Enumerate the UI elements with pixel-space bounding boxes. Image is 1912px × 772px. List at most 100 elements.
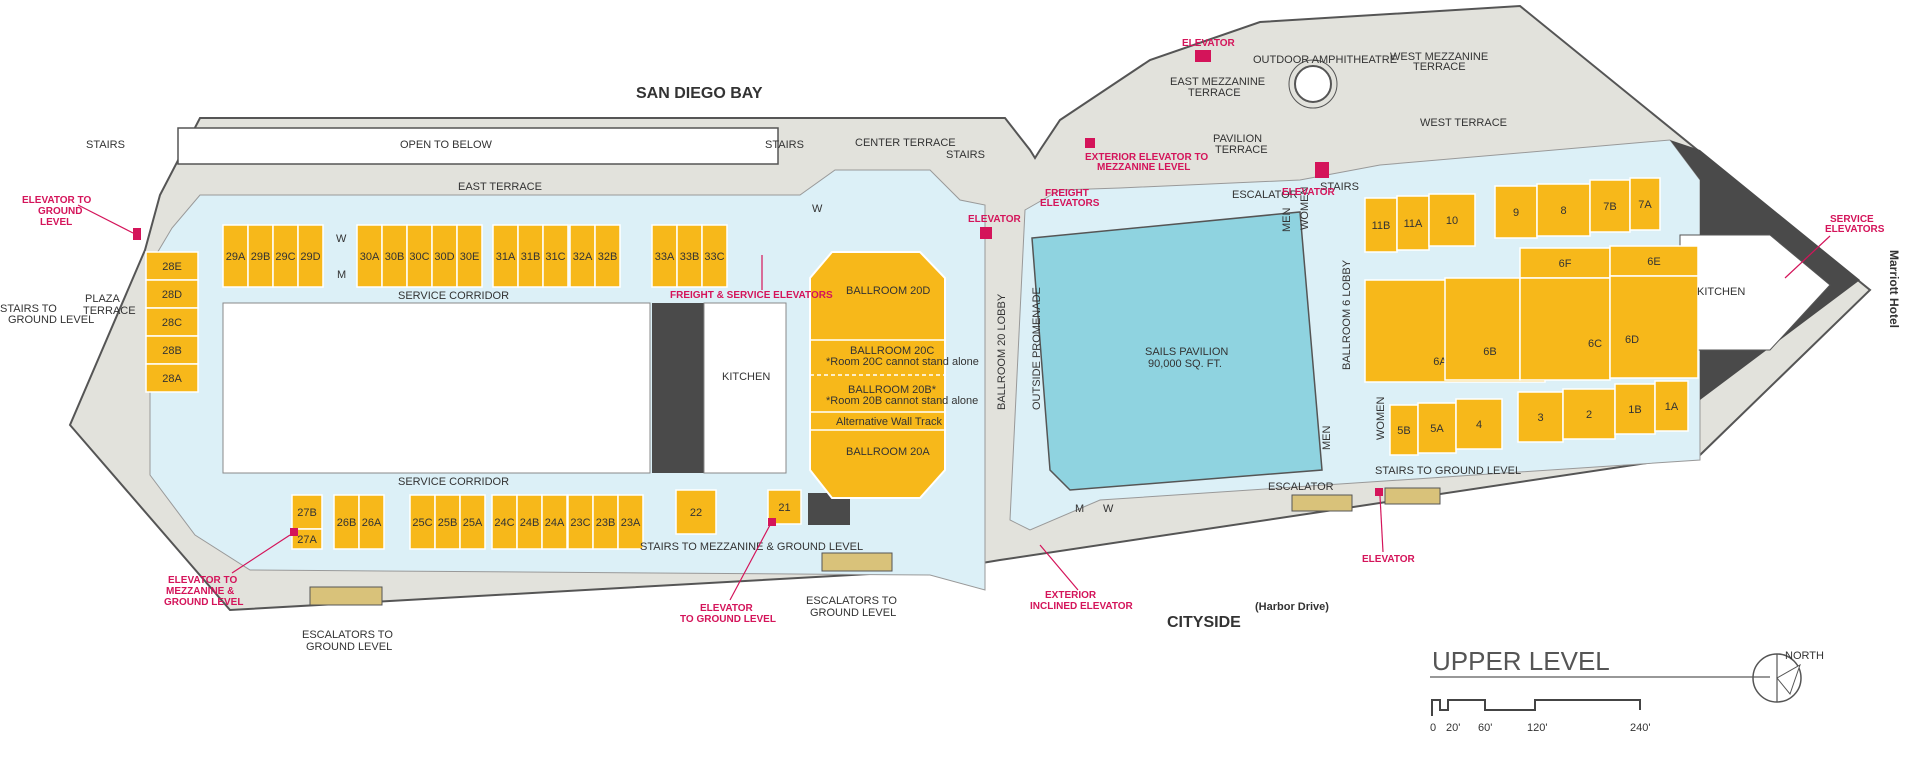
note-20c-label: *Room 20C cannot stand alone: [826, 356, 979, 368]
restroom-w-1: W: [336, 233, 347, 245]
sails-pavilion[interactable]: [1031, 211, 1323, 491]
east-terrace-label: EAST TERRACE: [458, 181, 542, 193]
room-label-30c: 30C: [409, 251, 429, 263]
room-30b[interactable]: [381, 224, 408, 288]
room-1a[interactable]: [1654, 380, 1689, 432]
room-label-30a: 30A: [360, 251, 380, 263]
elevator-marker-top[interactable]: [1195, 50, 1211, 62]
room-28a[interactable]: [145, 363, 199, 393]
room-3[interactable]: [1517, 391, 1564, 443]
room-28e[interactable]: [145, 251, 199, 281]
room-24b[interactable]: [516, 494, 543, 550]
room-28b[interactable]: [145, 335, 199, 365]
elev-to-ground-b2: TO GROUND LEVEL: [680, 614, 776, 625]
room-29d[interactable]: [297, 224, 324, 288]
room-6b[interactable]: [1444, 277, 1521, 381]
room-label-6c: 6C: [1588, 338, 1602, 350]
room-label-24c: 24C: [494, 517, 514, 529]
room-27a[interactable]: [291, 528, 323, 550]
room-26a[interactable]: [358, 494, 385, 550]
room-7a[interactable]: [1629, 177, 1661, 231]
room-label-30d: 30D: [434, 251, 454, 263]
room-4[interactable]: [1455, 398, 1503, 450]
room-30c[interactable]: [406, 224, 433, 288]
room-label-4: 4: [1476, 419, 1482, 431]
room-label-32a: 32A: [573, 251, 593, 263]
room-2[interactable]: [1562, 388, 1616, 440]
open-below-label: OPEN TO BELOW: [400, 139, 493, 151]
room-30e[interactable]: [456, 224, 483, 288]
room-label-24a: 24A: [545, 517, 565, 529]
elevator-ballroom20-label: ELEVATOR: [968, 214, 1022, 225]
elevator-marker-ext[interactable]: [1085, 138, 1095, 148]
room-30a[interactable]: [356, 224, 383, 288]
west-mezz-terrace-label: TERRACE: [1413, 61, 1466, 73]
elevator-marker-west[interactable]: [133, 228, 141, 240]
room-24a[interactable]: [541, 494, 568, 550]
room-label-33c: 33C: [704, 251, 724, 263]
room-29a[interactable]: [222, 224, 249, 288]
kitchen-east-label: KITCHEN: [1697, 286, 1745, 298]
room-25c[interactable]: [409, 494, 436, 550]
room-5b[interactable]: [1389, 404, 1419, 456]
ballroom-20[interactable]: [809, 251, 946, 499]
escalators-to-label-1: ESCALATORS TO: [302, 629, 393, 641]
elevator-marker-center[interactable]: [1315, 162, 1329, 178]
room-23a[interactable]: [617, 494, 644, 550]
room-8[interactable]: [1536, 183, 1591, 237]
elev-mezz-1: ELEVATOR TO: [168, 575, 237, 586]
room-33c[interactable]: [701, 224, 728, 288]
room-26b[interactable]: [333, 494, 360, 550]
room-label-27a: 27A: [297, 534, 317, 546]
freight-label-1: FREIGHT: [1045, 188, 1089, 199]
room-24c[interactable]: [491, 494, 518, 550]
restroom-m-2: M: [1075, 503, 1084, 515]
room-label-28d: 28D: [162, 289, 182, 301]
room-9[interactable]: [1494, 185, 1538, 239]
elevator-marker-ballroom20[interactable]: [980, 227, 992, 239]
room-label-28c: 28C: [162, 317, 182, 329]
room-31c[interactable]: [542, 224, 569, 288]
room-label-7a: 7A: [1638, 199, 1652, 211]
room-6e[interactable]: [1609, 245, 1699, 277]
room-33b[interactable]: [676, 224, 703, 288]
north-arrow: NORTH: [1752, 650, 1824, 703]
room-label-6b: 6B: [1483, 346, 1496, 358]
room-23b[interactable]: [592, 494, 619, 550]
room-31a[interactable]: [492, 224, 519, 288]
room-5a[interactable]: [1417, 402, 1457, 454]
room-10[interactable]: [1428, 193, 1476, 247]
stairs-to-label: STAIRS TO: [0, 303, 57, 315]
elevator-marker-27a[interactable]: [290, 528, 298, 536]
restroom-m-1: M: [337, 269, 346, 281]
room-label-6a: 6A: [1433, 356, 1447, 368]
room-23c[interactable]: [567, 494, 594, 550]
room-label-27b: 27B: [297, 507, 317, 519]
elevator-marker-21[interactable]: [768, 518, 776, 526]
room-27b[interactable]: [291, 494, 323, 530]
room-label-3: 3: [1537, 412, 1543, 424]
room-29c[interactable]: [272, 224, 299, 288]
room-6d[interactable]: [1609, 275, 1699, 379]
stairs-mezz-label: STAIRS TO MEZZANINE & GROUND LEVEL: [640, 541, 863, 553]
east-mezz-terrace-label: TERRACE: [1188, 87, 1241, 99]
freight-label-2: ELEVATORS: [1040, 198, 1100, 209]
room-32b[interactable]: [594, 224, 621, 288]
room-11a[interactable]: [1396, 195, 1430, 251]
room-6c[interactable]: [1519, 277, 1611, 381]
room-25a[interactable]: [459, 494, 486, 550]
scale-20: 20': [1446, 722, 1460, 734]
room-label-26a: 26A: [362, 517, 382, 529]
room-28d[interactable]: [145, 279, 199, 309]
room-32a[interactable]: [569, 224, 596, 288]
room-label-6d: 6D: [1625, 334, 1639, 346]
alt-wall-label: Alternative Wall Track: [836, 416, 942, 428]
room-7b[interactable]: [1589, 179, 1631, 233]
room-22[interactable]: [675, 489, 717, 535]
room-31b[interactable]: [517, 224, 544, 288]
service-elev-2: ELEVATORS: [1825, 224, 1885, 235]
room-25b[interactable]: [434, 494, 461, 550]
elevator-marker-east-bottom[interactable]: [1375, 488, 1383, 496]
